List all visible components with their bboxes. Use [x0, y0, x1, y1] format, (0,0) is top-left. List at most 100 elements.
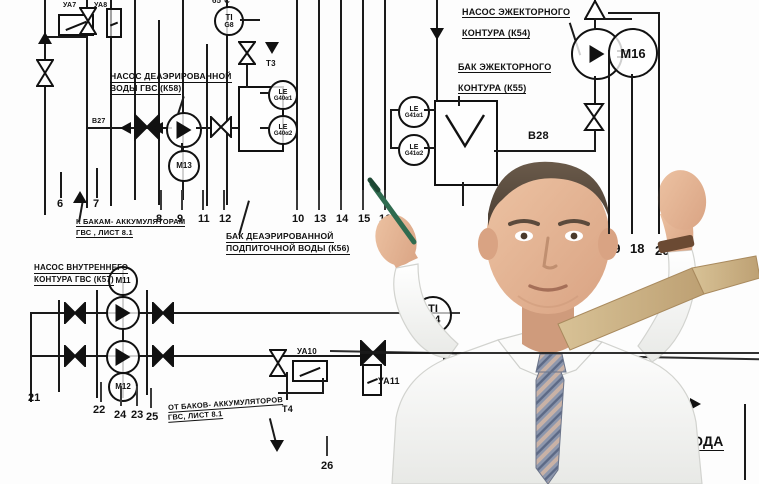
engineer-illustration	[367, 161, 759, 484]
stream-number: 22	[93, 404, 106, 416]
stream-number: 26	[321, 460, 334, 472]
tag-ya7: УА7	[63, 2, 77, 9]
pump-k57-a	[106, 296, 140, 330]
stream-number: 18	[630, 241, 645, 256]
label-pump-k58-line1: НАСОС ДЕАЭРИРОВАННОЙ	[110, 71, 232, 83]
pipe-tap	[260, 127, 270, 129]
tick-mark	[60, 172, 62, 198]
hair	[488, 161, 610, 226]
stream-number: 15	[358, 213, 371, 225]
tag-b28: В28	[528, 130, 549, 142]
tick-mark	[223, 190, 225, 210]
valve-k57-a-out	[152, 302, 174, 324]
pipe-vertical	[340, 0, 342, 203]
pump-shaft	[181, 143, 183, 153]
pipe-tap	[390, 147, 400, 149]
flow-arrow-left	[152, 122, 163, 134]
motor-m12: М12	[108, 372, 138, 402]
tick-mark	[96, 168, 98, 198]
fist-right	[657, 170, 707, 230]
pipe-vertical	[30, 312, 32, 402]
pipe-vertical	[226, 0, 228, 205]
instrument-fn: TI	[225, 12, 233, 22]
instrument-le-g40a2: LE G40α2	[268, 115, 298, 145]
temperature-g8: 65°С	[212, 0, 230, 5]
stream-number: 11	[198, 213, 210, 225]
label-from-tanks-line2: ГВС, ЛИСТ 8.1	[167, 409, 223, 424]
stream-number: 9	[177, 213, 184, 225]
tick-mark	[150, 388, 152, 408]
valve-ya10	[269, 349, 287, 377]
green-stylus	[369, 181, 417, 245]
motor-m13: М13	[168, 150, 200, 182]
pump-k57-b	[106, 340, 140, 374]
label-pump-k54-line2: КОНТУРА (К54)	[462, 28, 531, 40]
motor-m11: М11	[108, 266, 138, 296]
wristwatch	[657, 234, 695, 254]
tick-mark	[362, 190, 364, 210]
instrument-fn: LE	[409, 105, 419, 113]
tick-mark	[296, 190, 298, 210]
stream-number: 25	[146, 411, 159, 423]
flow-arrow-down	[265, 42, 279, 54]
stream-number: 7	[93, 198, 100, 210]
pipe-vertical	[58, 300, 60, 392]
stream-number: 24	[114, 409, 127, 421]
label-tank-k55-line1: БАК ЭЖЕКТОРНОГО	[458, 62, 552, 74]
tag-ya11: УА11	[378, 376, 400, 386]
stream-number: 8	[156, 213, 163, 225]
label-pump-k58-line2: ВОДЫ ГВС (К58)	[110, 83, 182, 95]
tag-t4: Т4	[282, 404, 293, 414]
ear-right	[598, 228, 618, 260]
label-tank-k55-line2: КОНТУРА (К55)	[458, 83, 527, 95]
pipe-run	[196, 127, 214, 129]
valve-k57-b-out	[152, 345, 174, 367]
wooden-ruler-tip	[691, 255, 759, 295]
pipe-run	[230, 127, 240, 129]
instrument-le-g40a1: LE G40α1	[268, 80, 298, 110]
pipe-tap	[260, 92, 270, 94]
pipe-vertical	[286, 372, 288, 400]
pipe-vertical	[384, 0, 386, 200]
pipe-vertical	[322, 378, 324, 392]
eyebrow-left	[508, 219, 540, 226]
pipe-tap	[390, 109, 400, 111]
neck	[522, 304, 574, 353]
pipe-tap	[424, 109, 436, 111]
instrument-fn: LE	[278, 123, 288, 131]
tank-k55-vee-icon	[444, 114, 486, 149]
pipe-vertical	[246, 60, 248, 88]
connection-triangle	[584, 0, 606, 20]
valve-k54-suction	[583, 102, 605, 132]
pipe-vertical	[44, 0, 46, 215]
flow-arrow-up	[38, 32, 52, 44]
valve-tank-k56-top	[238, 40, 256, 66]
pipe-vertical	[362, 0, 364, 203]
pipe-run	[594, 18, 632, 20]
nose	[542, 236, 558, 270]
pipe-vertical	[594, 130, 596, 152]
tick-mark	[202, 190, 204, 210]
pipe-vertical	[86, 0, 88, 208]
flow-arrow-down	[430, 28, 444, 40]
stylus-tip	[367, 177, 381, 193]
ear-left	[478, 228, 498, 260]
pipe-branch	[44, 36, 88, 38]
instrument-tag: G8	[224, 21, 234, 29]
tie-knot	[535, 353, 567, 373]
label-to-tanks-line2: ГВС , ЛИСТ 8.1	[76, 228, 133, 239]
motor-m16: M16	[608, 28, 658, 78]
pipe-tap	[240, 19, 260, 21]
tag-t3: Т3	[266, 59, 276, 68]
stream-number: 23	[131, 409, 144, 421]
tick-mark	[100, 382, 102, 402]
pipe-vertical	[146, 290, 148, 395]
valve-left-col	[36, 58, 54, 88]
label-to-tanks-line1: К БАКАМ- АККУМУЛЯТОРАМ	[76, 217, 186, 228]
solenoid-coil-ya10	[292, 360, 328, 382]
pipe-run-b28	[494, 150, 596, 152]
pump-k58	[166, 112, 202, 148]
label-tank-k56-line2: ПОДПИТОЧНОЙ ВОДЫ (К56)	[226, 243, 350, 255]
pipe-vertical	[296, 0, 298, 205]
